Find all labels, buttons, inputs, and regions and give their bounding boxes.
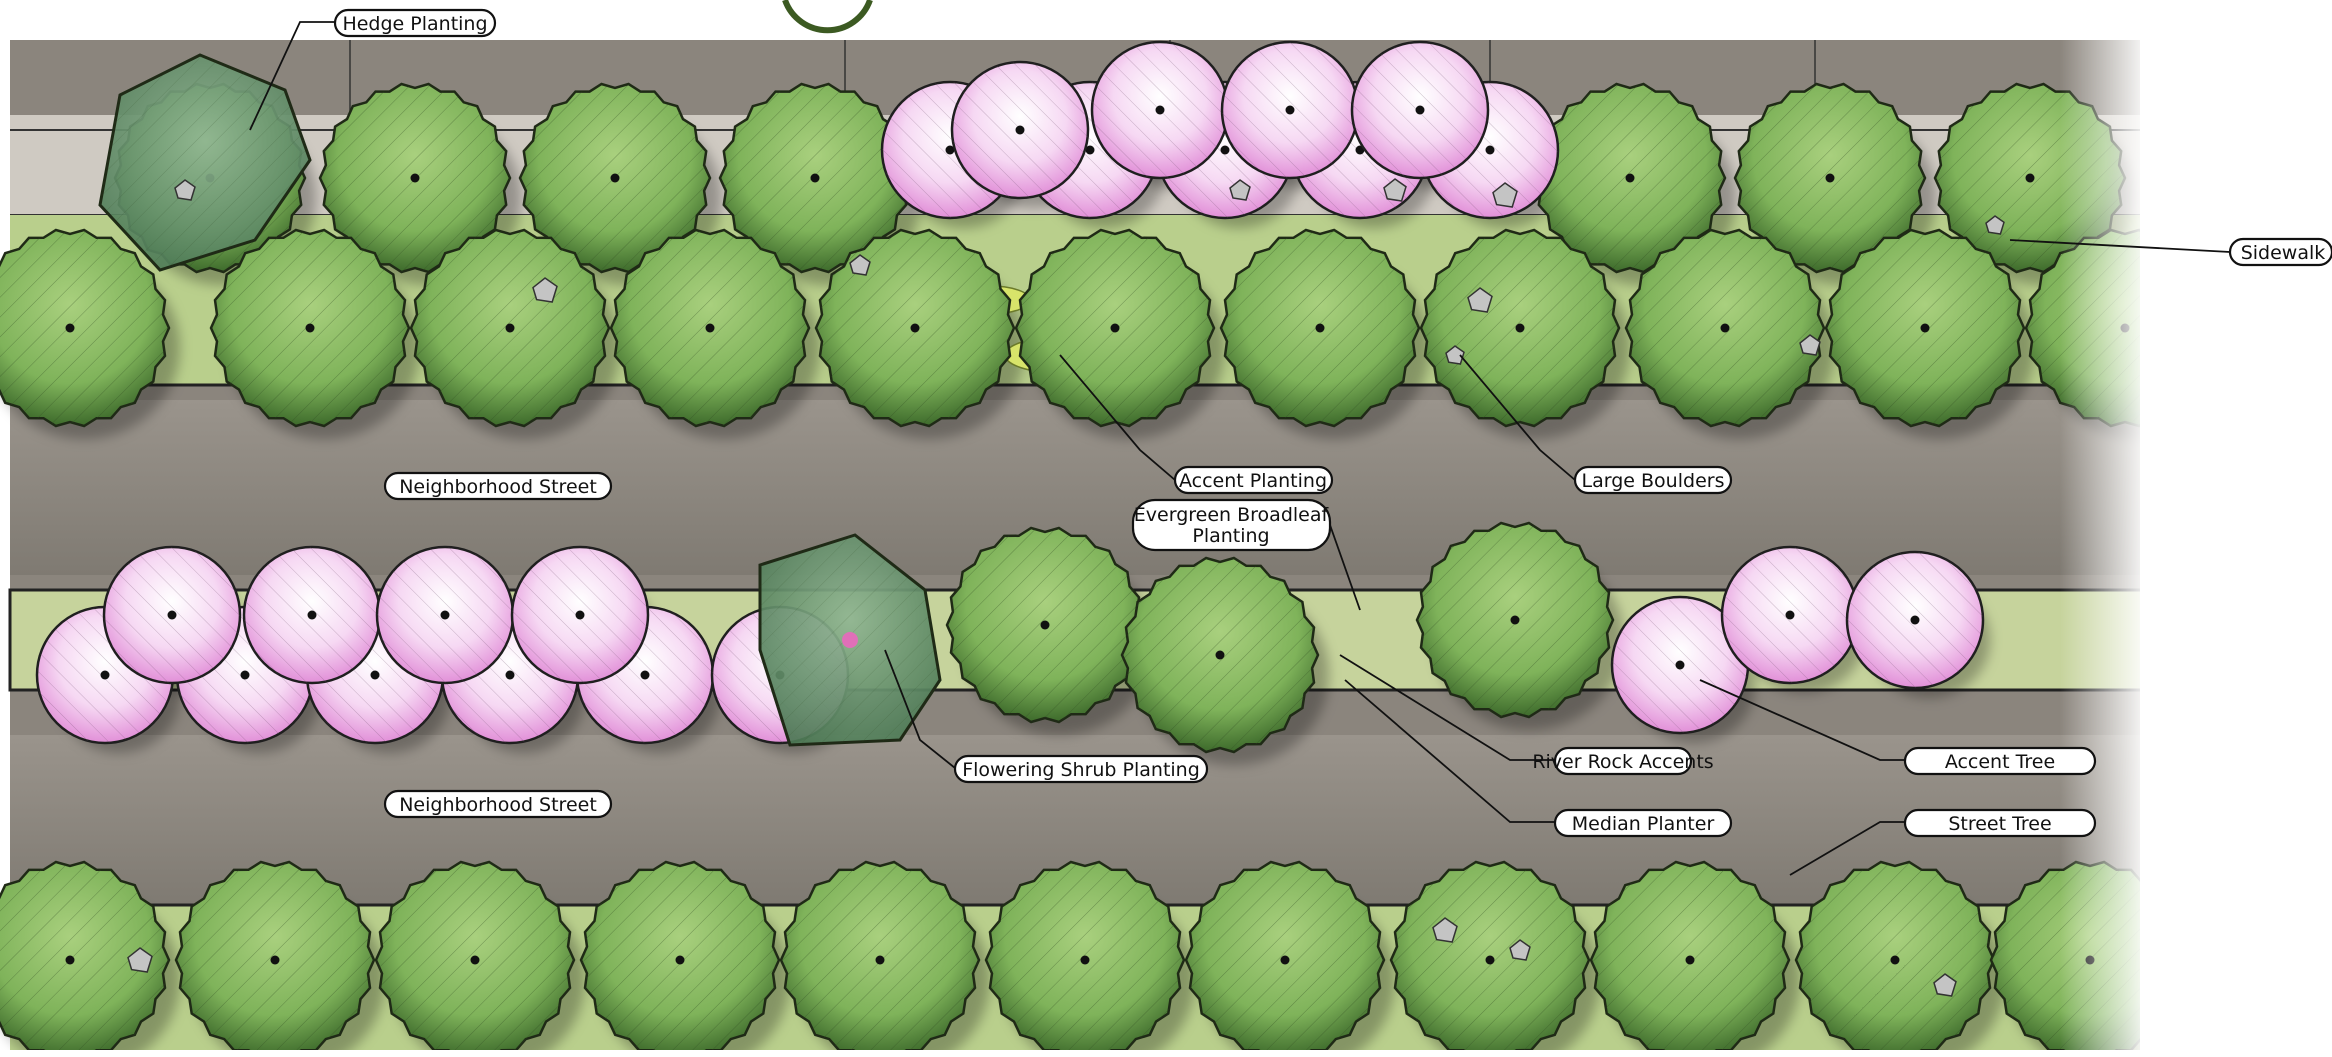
callout-sidewalk: Sidewalk (2228, 237, 2332, 267)
street-tree (209, 228, 411, 428)
page-margin-bottom (0, 1050, 2332, 1057)
street-tree (984, 860, 1186, 1057)
street-tree (0, 228, 171, 428)
street-tree (1824, 228, 2026, 428)
street-tree (1794, 860, 1996, 1057)
accent-tree (242, 545, 382, 685)
callout-street-tree: Street Tree (1903, 808, 2097, 838)
accent-tree (1090, 40, 1230, 180)
accent-tree (1610, 595, 1750, 735)
accent-tree (1845, 550, 1985, 690)
callout-river-rock: River Rock Accents (1532, 746, 1714, 776)
callout-large-boulders: Large Boulders (1573, 465, 1733, 495)
accent-tree (1350, 40, 1490, 180)
street-tree (0, 860, 171, 1057)
label-accent-planting: Accent Planting (1179, 470, 1327, 492)
street-tree (374, 860, 576, 1057)
callout-median-planter: Median Planter (1553, 808, 1733, 838)
large-boulder (127, 947, 153, 973)
street-tree (1533, 82, 1727, 274)
large-boulder (1432, 917, 1458, 943)
street-tree (1733, 82, 1927, 274)
large-boulder (1509, 939, 1531, 961)
callout-neighborhood-street-bottom: Neighborhood Street (383, 789, 613, 819)
street-tree (779, 860, 981, 1057)
street-tree (1419, 228, 1621, 428)
large-boulder (1933, 973, 1957, 997)
callout-hedge-planting: Hedge Planting (333, 8, 497, 38)
accent-tree (950, 60, 1090, 200)
large-boulder (1229, 179, 1251, 201)
street-tree (1120, 556, 1320, 754)
north-arrow-emblem (782, 0, 873, 34)
callout-flowering-shrub: Flowering Shrub Planting (953, 754, 1209, 784)
street-tree (1589, 860, 1791, 1057)
flower-dot (842, 632, 858, 648)
accent-tree (375, 545, 515, 685)
street-tree (1624, 228, 1826, 428)
large-boulder (1383, 178, 1407, 202)
leader-lines (249, 21, 2231, 876)
label-neighborhood-street-bottom: Neighborhood Street (399, 794, 597, 816)
callout-accent-tree: Accent Tree (1903, 746, 2097, 776)
street-tree (718, 82, 912, 274)
large-boulder (1492, 182, 1518, 208)
street-tree (945, 526, 1145, 724)
street-tree (518, 82, 712, 274)
label-hedge-planting: Hedge Planting (342, 13, 487, 35)
street-tree (1415, 521, 1615, 719)
accent-tree (510, 545, 650, 685)
street-tree (1014, 228, 1216, 428)
street-tree (174, 860, 376, 1057)
page-margin-right (2140, 30, 2332, 1057)
accent-tree (102, 545, 242, 685)
callout-neighborhood-street-top: Neighborhood Street (383, 471, 613, 501)
fade-right-edge (2060, 30, 2150, 1057)
tree-layer (0, 40, 2226, 1057)
large-boulder (532, 277, 558, 303)
large-boulder (849, 254, 871, 276)
large-boulder (174, 179, 196, 201)
large-boulder (1985, 215, 2005, 235)
large-boulder (1799, 334, 1821, 356)
accent-tree (1720, 545, 1860, 685)
large-boulder (1445, 345, 1465, 365)
street-tree (609, 228, 811, 428)
callout-evergreen-broadleaf: Evergreen Broadleaf Planting (1131, 498, 1332, 552)
street-tree (318, 82, 512, 274)
street-tree (814, 228, 1016, 428)
street-tree (1184, 860, 1386, 1057)
label-street-tree: Street Tree (1948, 813, 2051, 835)
label-accent-tree: Accent Tree (1945, 751, 2055, 773)
label-flowering-shrub: Flowering Shrub Planting (962, 759, 1200, 781)
label-sidewalk: Sidewalk (2241, 242, 2326, 264)
label-large-boulders: Large Boulders (1582, 470, 1725, 492)
label-river-rock: River Rock Accents (1532, 751, 1713, 773)
label-evergreen-line2: Planting (1192, 525, 1269, 547)
accent-tree (1220, 40, 1360, 180)
label-median-planter: Median Planter (1572, 813, 1715, 835)
label-neighborhood-street-top: Neighborhood Street (399, 476, 597, 498)
street-tree (579, 860, 781, 1057)
street-tree (1389, 860, 1591, 1057)
callout-accent-planting: Accent Planting (1173, 465, 1334, 495)
street-tree (1219, 228, 1421, 428)
label-evergreen-line1: Evergreen Broadleaf (1134, 504, 1330, 526)
hedge-planting (98, 53, 312, 272)
large-boulder (1467, 287, 1493, 313)
street-tree (409, 228, 611, 428)
